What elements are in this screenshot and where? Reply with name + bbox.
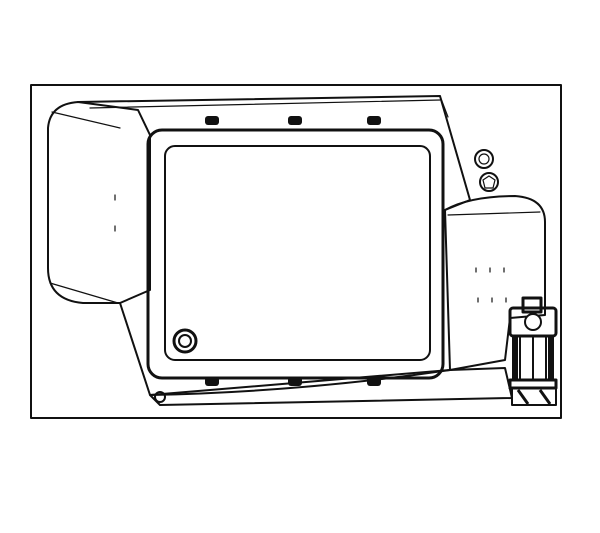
right-seat-ticks: [475, 267, 507, 303]
jet: [205, 116, 219, 125]
drain-inner: [178, 334, 192, 348]
control-knob-inner: [478, 153, 490, 165]
right-seat-edge: [447, 211, 541, 216]
pump-strut: [516, 389, 530, 405]
control-valve: [479, 172, 499, 192]
left-headrest-panel: [47, 101, 151, 304]
jet: [367, 377, 381, 386]
left-headrest-seam: [49, 282, 119, 304]
jet: [288, 116, 302, 125]
control-valve-hex: [482, 175, 496, 189]
bottom-jets: [205, 377, 381, 386]
overflow-fitting: [154, 391, 166, 403]
control-knob: [474, 149, 494, 169]
pump-foot: [511, 387, 557, 406]
front-apron: [149, 367, 513, 406]
tub-deck-outline: [77, 95, 471, 396]
jet: [205, 377, 219, 386]
drain-outer: [172, 328, 198, 354]
pump-leg-right: [548, 336, 554, 380]
left-headrest-edge: [51, 111, 121, 129]
pump-cap: [521, 296, 543, 314]
pump-base: [508, 378, 558, 390]
basin-outer-rim: [146, 128, 445, 380]
deck-top-bevel: [89, 99, 441, 109]
pump-motor-assembly: [508, 296, 558, 406]
deck-corner-line: [439, 95, 449, 118]
right-seat-panel: [444, 195, 546, 371]
pump-leg-left: [512, 336, 518, 380]
basin-floor: [164, 145, 431, 361]
jet: [367, 116, 381, 125]
top-jets: [205, 116, 381, 125]
pump-strut: [538, 389, 552, 405]
outer-frame: [30, 84, 562, 419]
pump-port: [524, 313, 542, 331]
jet: [288, 377, 302, 386]
